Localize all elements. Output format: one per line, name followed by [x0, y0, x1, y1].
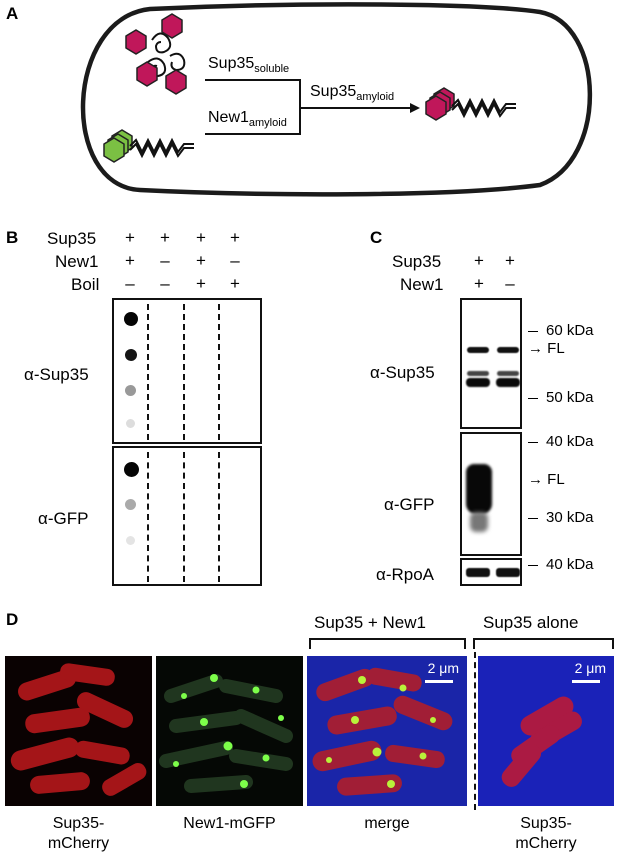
blot-dot: [126, 419, 135, 428]
fl-arrow-label: → FL: [528, 340, 565, 357]
bracket: [309, 638, 466, 649]
panel-label-a: A: [6, 4, 19, 23]
marker-60kda: 60 kDa: [546, 322, 594, 339]
row-label-new1: New1: [400, 275, 444, 294]
panel-label-b: B: [6, 228, 19, 247]
hexagon-icon: [165, 69, 187, 95]
micrograph-sup35-alone: 2 μm: [478, 656, 614, 806]
divider: [474, 652, 476, 810]
western-blot-rpoa: [460, 558, 522, 586]
panel-label-c: C: [370, 228, 383, 247]
blot-dot: [126, 536, 135, 545]
dot-blot-sup35: [112, 298, 262, 444]
blot-dot: [125, 499, 136, 510]
row-label-boil: Boil: [71, 275, 100, 294]
scale-label: 2 μm: [574, 660, 606, 676]
cell-diagram: [80, 2, 593, 197]
blot-dot: [124, 312, 138, 326]
blot-label-rpoa: α-RpoA: [376, 565, 435, 584]
sign: +: [230, 228, 240, 247]
micrograph-new1-mgfp: [156, 656, 303, 806]
sign: +: [160, 228, 170, 247]
sign: –: [160, 251, 170, 270]
arrowhead-icon: [410, 103, 420, 113]
caption-sup35-mcherry: Sup35- mCherry: [47, 815, 110, 852]
panel-label-d: D: [6, 610, 19, 629]
caption-merge: merge: [364, 815, 410, 832]
sign: +: [196, 228, 206, 247]
sign: +: [125, 251, 135, 270]
sup35-soluble-label: Sup35soluble: [208, 55, 290, 76]
sign: +: [196, 251, 206, 270]
blot-label-gfp: α-GFP: [384, 495, 435, 514]
sign: +: [230, 274, 240, 293]
marker-30kda: 30 kDa: [546, 509, 594, 526]
blot-dot: [125, 349, 137, 361]
bracket: [473, 638, 614, 649]
new1-amyloid-icon: [103, 129, 194, 163]
micrograph-merge: 2 μm: [307, 656, 467, 806]
hexagon-icon: [125, 29, 147, 55]
sign: +: [474, 274, 484, 293]
sign: –: [230, 251, 240, 270]
blot-dot: [124, 462, 139, 477]
fl-arrow-label: → FL: [528, 471, 565, 488]
row-label-sup35: Sup35: [47, 229, 97, 248]
scale-label: 2 μm: [427, 660, 459, 676]
sup35-amyloid-icon: [425, 87, 516, 121]
western-blot-gfp: [460, 432, 522, 556]
blot-label-sup35: α-Sup35: [24, 365, 89, 384]
row-label-new1: New1: [55, 252, 99, 271]
scale-bar: [572, 680, 600, 683]
sign: +: [505, 251, 515, 270]
blot-label-sup35: α-Sup35: [370, 363, 435, 382]
blot-label-gfp: α-GFP: [38, 509, 89, 528]
sign: –: [505, 274, 515, 293]
micrograph-sup35-mcherry: [5, 656, 152, 806]
new1-amyloid-label: New1amyloid: [208, 109, 287, 130]
marker-40kda: 40 kDa: [546, 556, 594, 573]
sign: +: [196, 274, 206, 293]
sign: +: [474, 251, 484, 270]
dot-blot-gfp: [112, 446, 262, 586]
sup35-amyloid-label: Sup35amyloid: [310, 83, 395, 104]
hexagon-icon: [136, 61, 158, 87]
marker-40kda: 40 kDa: [546, 433, 594, 450]
scale-bar: [425, 680, 453, 683]
sign: +: [125, 228, 135, 247]
caption-new1-mgfp: New1-mGFP: [183, 815, 276, 832]
western-blot-sup35: [460, 298, 522, 429]
hexagon-icon: [161, 13, 183, 39]
bracket-label-sup35-new1: Sup35 + New1: [314, 613, 426, 632]
row-label-sup35: Sup35: [392, 252, 442, 271]
marker-50kda: 50 kDa: [546, 389, 594, 406]
bracket-label-sup35-alone: Sup35 alone: [483, 613, 579, 632]
sign: –: [125, 274, 135, 293]
blot-dot: [125, 385, 136, 396]
sign: –: [160, 274, 170, 293]
caption-sup35-alone: Sup35- mCherry: [515, 815, 577, 852]
